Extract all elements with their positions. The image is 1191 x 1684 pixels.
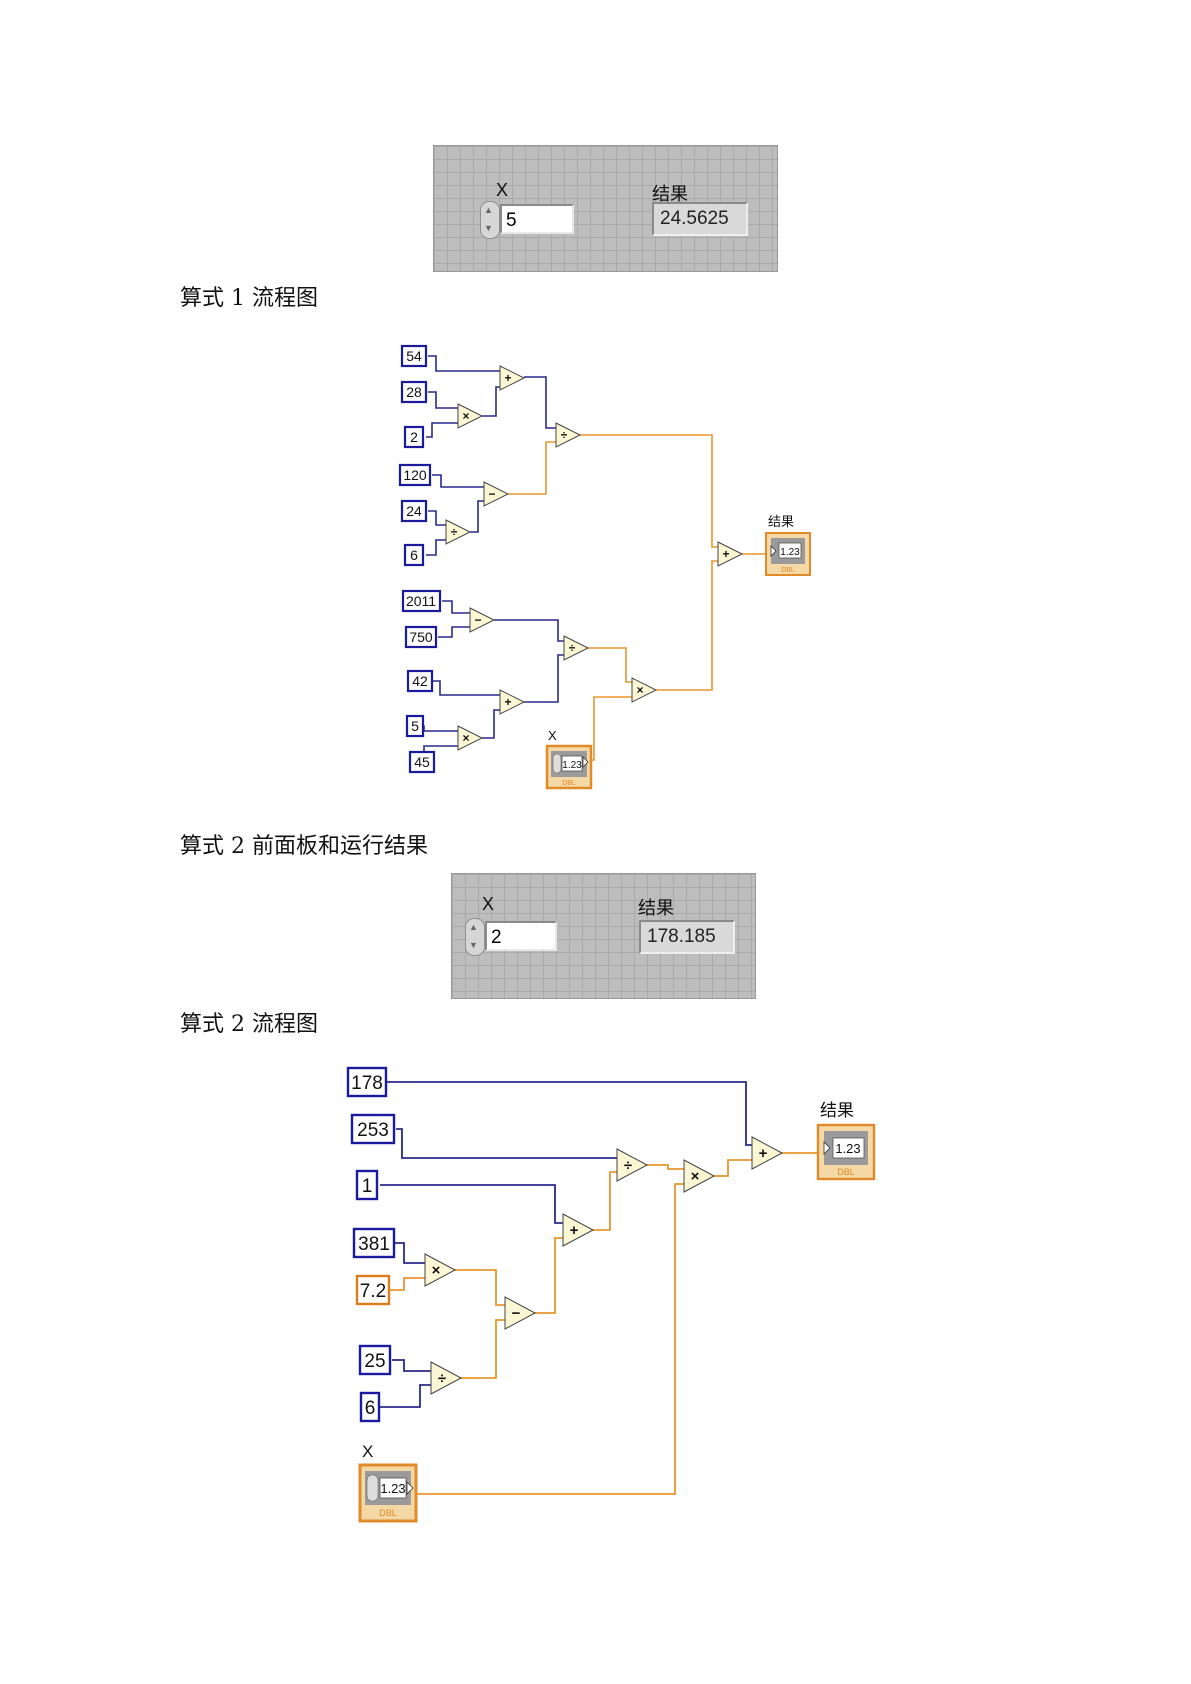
front-panel-1: X ▲▼ 5 结果 24.5625 bbox=[433, 145, 778, 272]
caption-formula2-diagram: 算式 2 流程图 bbox=[180, 1012, 318, 1037]
x-increment-decrement[interactable]: ▲▼ bbox=[480, 201, 500, 239]
constant-1: 1 bbox=[362, 1176, 373, 1197]
constant-24: 24 bbox=[406, 503, 422, 519]
multiply-node-3: × bbox=[636, 683, 643, 697]
constant-2: 2 bbox=[410, 429, 418, 445]
caption-formula1-diagram: 算式 1 流程图 bbox=[180, 286, 318, 311]
divide-node-5: ÷ bbox=[438, 1370, 446, 1387]
result-indicator-terminal: 1.23 DBL bbox=[765, 532, 811, 576]
multiply-node-2: × bbox=[462, 731, 469, 745]
result-terminal-label: 结果 bbox=[768, 514, 794, 529]
constant-6b: 6 bbox=[365, 1398, 376, 1419]
subtract-node-3: − bbox=[512, 1305, 521, 1322]
front-panel-2: X ▲▼ 2 结果 178.185 bbox=[451, 873, 756, 999]
x-control-terminal: 1.23 DBL bbox=[545, 744, 593, 790]
result-numeric-indicator: 24.5625 bbox=[652, 202, 748, 236]
x-terminal-type-2: DBL bbox=[379, 1508, 397, 1518]
constant-28: 28 bbox=[406, 384, 422, 400]
result-indicator-label: 结果 bbox=[652, 184, 688, 204]
subtract-node-1: − bbox=[488, 487, 495, 501]
x-increment-decrement-2[interactable]: ▲▼ bbox=[465, 918, 485, 956]
divide-node-3: ÷ bbox=[569, 641, 576, 655]
x-terminal-value: 1.23 bbox=[562, 760, 582, 771]
x-control-label: X bbox=[496, 180, 509, 200]
result-indicator-terminal-2: 1.23 DBL bbox=[816, 1123, 876, 1181]
result-terminal-value-2: 1.23 bbox=[835, 1141, 860, 1156]
constant-2011: 2011 bbox=[406, 593, 436, 609]
constant-45: 45 bbox=[414, 754, 430, 770]
result-terminal-type-2: DBL bbox=[837, 1167, 855, 1177]
x-control-terminal-2: 1.23 DBL bbox=[358, 1463, 418, 1523]
result-terminal-label-2: 结果 bbox=[820, 1101, 854, 1120]
diagram1-nodes bbox=[445, 365, 743, 751]
diagram2-constants bbox=[346, 1066, 396, 1423]
constant-5: 5 bbox=[411, 718, 419, 734]
add-node-1: + bbox=[504, 371, 511, 385]
result-indicator-label-2: 结果 bbox=[638, 898, 674, 918]
constant-42: 42 bbox=[412, 673, 428, 689]
x-numeric-control-2[interactable]: 2 bbox=[485, 921, 557, 951]
add-node-final-2: + bbox=[759, 1145, 768, 1162]
multiply-node-5: × bbox=[432, 1262, 441, 1279]
divide-node-2: ÷ bbox=[451, 525, 458, 539]
diagram1-constants bbox=[398, 344, 442, 774]
diagram2-nodes bbox=[424, 1136, 784, 1395]
divide-node-1: ÷ bbox=[561, 428, 568, 442]
constant-120: 120 bbox=[403, 467, 427, 483]
subtract-node-2: − bbox=[474, 613, 481, 627]
x-terminal-value-2: 1.23 bbox=[380, 1481, 405, 1496]
result-terminal-value: 1.23 bbox=[780, 547, 800, 558]
constant-381: 381 bbox=[358, 1234, 390, 1255]
constant-25: 25 bbox=[364, 1351, 385, 1372]
constant-750: 750 bbox=[409, 629, 433, 645]
constant-7.2: 7.2 bbox=[360, 1281, 386, 1302]
constant-54: 54 bbox=[406, 348, 422, 364]
constant-178: 178 bbox=[351, 1073, 383, 1094]
x-terminal-label-2: X bbox=[362, 1442, 373, 1461]
constant-253: 253 bbox=[357, 1120, 389, 1141]
multiply-node-1: × bbox=[462, 409, 469, 423]
add-node-final: + bbox=[722, 547, 729, 561]
result-numeric-indicator-2: 178.185 bbox=[639, 920, 735, 954]
caption-formula2-front-panel: 算式 2 前面板和运行结果 bbox=[180, 834, 428, 859]
divide-node-4: ÷ bbox=[624, 1157, 632, 1174]
x-terminal-type: DBL bbox=[562, 780, 576, 787]
x-terminal-label: X bbox=[548, 728, 557, 743]
add-node-2: + bbox=[504, 695, 511, 709]
x-numeric-control[interactable]: 5 bbox=[500, 204, 574, 234]
x-control-label-2: X bbox=[482, 894, 495, 914]
multiply-node-4: × bbox=[691, 1168, 700, 1185]
constant-6: 6 bbox=[410, 547, 418, 563]
result-terminal-type: DBL bbox=[781, 567, 795, 574]
add-node-3: + bbox=[570, 1222, 579, 1239]
